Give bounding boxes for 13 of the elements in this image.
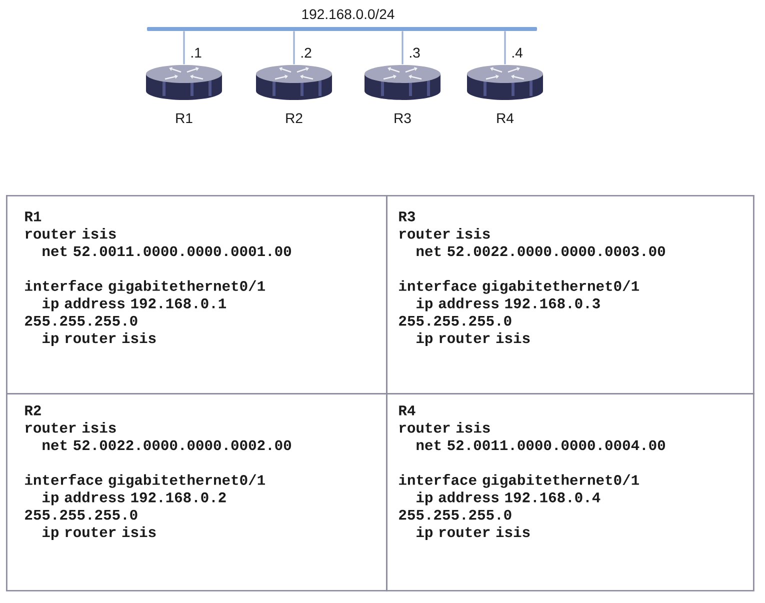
router-label: R3 xyxy=(394,113,411,124)
router-label: R1 xyxy=(176,113,192,123)
edge-label: .2 xyxy=(299,46,313,59)
config-cell: R4 router isis net 52.0011.0000.0000.0004.00 interface gigabitethernet0/1 ip address 192.168.0.4 255.255.255.0 ip router isis xyxy=(386,393,754,592)
edge-label: .4 xyxy=(510,46,524,59)
config-cell: R2 router isis net 52.0022.0000.0000.0002.00 interface gigabitethernet0/1 ip address 192.168.0.2 255.255.255.0 ip router isis xyxy=(6,393,388,592)
router-label: R2 xyxy=(286,113,302,123)
config-cell: R3 router isis net 52.0022.0000.0000.0003.00 interface gigabitethernet0/1 ip address 192.168.0.3 255.255.255.0 ip router isis xyxy=(386,195,754,394)
network-label: 192.168.0.0/24 xyxy=(302,8,394,20)
config-cell: R1 router isis net 52.0011.0000.0000.0001.00 interface gigabitethernet0/1 ip address 192.168.0.1 255.255.255.0 ip router isis xyxy=(6,195,388,394)
edge-label: .1 xyxy=(189,46,203,59)
edge-label: .3 xyxy=(408,46,422,59)
router-label: R4 xyxy=(497,113,514,123)
